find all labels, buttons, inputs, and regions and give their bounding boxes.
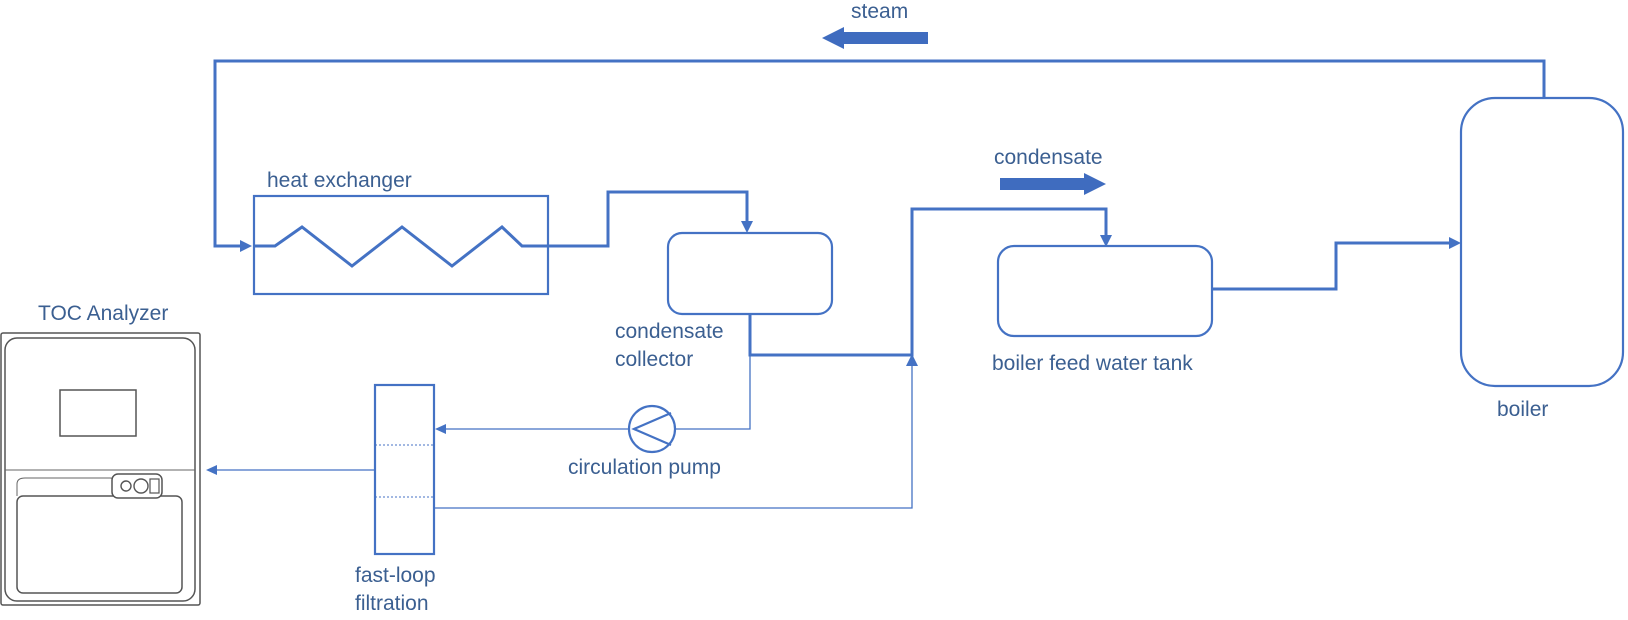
steam-pipe-arrowhead [240, 240, 252, 252]
hx-to-collector-pipe [548, 190, 749, 248]
collector-to-feed-tank-arrowhead [1100, 235, 1112, 247]
steam-flow-arrow [822, 27, 928, 49]
circulation-pump-label: circulation pump [568, 456, 721, 479]
heat-exchanger-box [252, 194, 550, 296]
condensate-collector-label: condensate [615, 320, 724, 343]
sample-line-to-pump [676, 355, 751, 430]
filtration-return-arrowhead [906, 354, 918, 366]
analyzer-dial-icon [133, 478, 149, 494]
pump-to-filtration-arrowhead [435, 424, 446, 434]
fast-loop-filtration-unit [373, 383, 436, 556]
feed-tank-to-boiler-pipe [1212, 241, 1455, 291]
condensate-label: condensate [994, 146, 1103, 169]
analyzer-display-screen [59, 389, 137, 437]
condensate-flow-arrow [1000, 173, 1106, 195]
steam-pipe [213, 59, 1546, 248]
collector-to-feed-tank-pipe [748, 207, 1108, 357]
feed-tank-to-boiler-arrowhead [1449, 237, 1461, 249]
boiler-feed-water-tank-label: boiler feed water tank [992, 352, 1193, 375]
toc-analyzer-label: TOC Analyzer [38, 302, 168, 325]
filtration-to-analyzer-arrowhead [206, 465, 217, 475]
boiler-feed-water-tank [996, 244, 1214, 338]
steam-label: steam [851, 0, 908, 23]
circulation-pump-chevron [631, 411, 672, 447]
boiler-label: boiler [1497, 398, 1548, 421]
hx-to-collector-arrowhead [741, 221, 753, 233]
analyzer-port-icon [120, 480, 132, 492]
analyzer-valve-icon [149, 478, 160, 494]
heat-exchanger-label: heat exchanger [267, 169, 412, 192]
toc-analyzer-device [0, 332, 201, 606]
heat-exchanger-coil [254, 225, 548, 268]
fast-loop-label-2: filtration [355, 592, 429, 615]
analyzer-lower-panel [16, 495, 183, 594]
condensate-collector-tank [666, 231, 834, 316]
fast-loop-label: fast-loop [355, 564, 436, 587]
boiler-vessel [1459, 96, 1625, 388]
condensate-collector-label-2: collector [615, 348, 693, 371]
filtration-return-line [434, 360, 913, 509]
circulation-pump-icon [627, 404, 677, 454]
